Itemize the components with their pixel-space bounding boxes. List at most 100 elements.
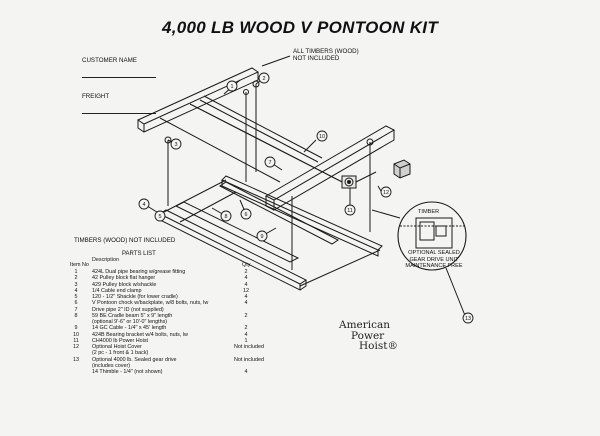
part-item-no: 7	[74, 306, 78, 313]
part-description: 14 Thimble - 1/4" (not shown)	[92, 369, 163, 375]
part-description: 424B Bearing bracket w/4 bolts, nuts, lw	[92, 331, 188, 338]
part-item-no: 3	[74, 281, 78, 288]
part-qty: Not included	[234, 356, 264, 363]
freight-label: FREIGHT	[82, 93, 110, 100]
callout-12-text: 12	[383, 190, 389, 196]
part-description: Drive pipe 2" ID (not supplied)	[92, 306, 164, 313]
callout-5	[154, 210, 166, 222]
part-description: CH4000 lb Power Hoist	[92, 337, 149, 344]
callout-3-text: 3	[175, 142, 178, 148]
callout-2-text: 2	[263, 76, 266, 82]
brand-line3: Hoist®	[359, 340, 398, 352]
parts-row: 7 Drive pipe 2" ID (not supplied)	[70, 307, 370, 313]
parts-col-qty: Qty	[242, 262, 251, 268]
detail-line2: GEAR DRIVE UNIT	[409, 256, 459, 263]
callout-11-text: 11	[347, 208, 353, 214]
part-item-no: 4	[74, 287, 78, 294]
part-item-no: 12	[73, 344, 79, 350]
parts-row: 8 59 BE Cradle beam 5" x 9" length 2	[70, 313, 370, 319]
part-qty: 4	[244, 281, 248, 288]
brand-line1: American	[339, 319, 391, 331]
timbers-note-bottom: TIMBERS (WOOD) NOT INCLUDED	[74, 237, 176, 244]
detail-line3: MAINTENANCE FREE	[405, 263, 463, 269]
part-item-no: 1	[74, 269, 78, 275]
brand-logo: American Power Hoist®	[339, 320, 398, 352]
detail-line1: OPTIONAL SEALED	[408, 250, 460, 256]
callout-4	[138, 198, 150, 210]
callout-1-text: 1	[231, 84, 234, 90]
callout-9-text: 9	[261, 234, 264, 240]
part-qty: 2	[244, 325, 248, 332]
freight-line	[82, 113, 156, 114]
callout-8-text: 8	[225, 214, 228, 220]
parts-row: 5 120 - 1/2" Shackle (for lower cradle) 4	[70, 294, 370, 300]
parts-row: 9 14 GC Cable - 1/4" x 45' length 2	[70, 325, 370, 331]
callout-6	[240, 208, 252, 220]
part-item-no: 11	[73, 337, 79, 344]
callout-7-text: 7	[269, 160, 272, 166]
parts-row: 14 Thimble - 1/4" (not shown) 4	[70, 369, 370, 375]
parts-col-item: Item No	[70, 262, 89, 268]
callout-3	[170, 138, 182, 150]
parts-row: 4 1/4 Cable end clamp 12	[70, 288, 370, 294]
parts-row: (includes cover)	[70, 363, 370, 369]
part-description: 429 Pulley block w/shackle	[92, 281, 157, 288]
part-item-no: 8	[74, 312, 78, 319]
part-qty: 4	[244, 331, 248, 338]
detail-timber-label: TIMBER	[418, 209, 440, 215]
part-qty: 4	[244, 275, 248, 282]
part-description: 59 BE Cradle beam 5" x 9" length	[92, 312, 173, 319]
callout-1	[226, 80, 238, 92]
callout-13-text: 13	[465, 316, 471, 322]
upper-timber-left	[136, 67, 260, 133]
callout-9	[256, 230, 268, 242]
part-description: (includes cover)	[92, 362, 131, 369]
timbers-note-top-line2: NOT INCLUDED	[293, 55, 340, 62]
parts-row: 10 424B Bearing bracket w/4 bolts, nuts, …	[70, 332, 370, 338]
part-description: 14 GC Cable - 1/4" x 45' length	[92, 325, 167, 332]
callout-13	[462, 312, 474, 324]
callout-11	[344, 204, 356, 216]
part-qty: 4	[244, 300, 248, 307]
part-description: (2 pc - 1 front & 1 back)	[92, 350, 149, 357]
parts-col-desc: Description	[92, 257, 119, 263]
part-qty: 12	[243, 287, 249, 294]
part-item-no: 9	[74, 325, 78, 332]
callout-10	[316, 130, 328, 142]
callout-4-text: 4	[143, 202, 146, 208]
callout-2	[258, 72, 270, 84]
lower-cradle-beam-rear	[221, 175, 383, 257]
parts-list-title: PARTS LIST	[122, 251, 156, 257]
part-qty: Not included	[234, 344, 264, 350]
callout-8	[220, 210, 232, 222]
part-qty: 2	[244, 269, 248, 275]
callout-7	[264, 156, 276, 168]
part-item-no: 13	[73, 356, 79, 363]
parts-row: (2 pc - 1 front & 1 back)	[70, 350, 370, 356]
callout-12	[380, 186, 392, 198]
part-description: Optional 4000 lb. Sealed gear drive	[92, 356, 177, 363]
part-qty: 4	[244, 369, 248, 375]
part-item-no: 6	[74, 300, 78, 307]
part-qty: 4	[244, 294, 248, 300]
part-description: 120 - 1/2" Shackle (for lower cradle)	[92, 294, 178, 300]
callout-5-text: 5	[159, 214, 162, 220]
callout-10-text: 10	[319, 134, 325, 140]
parts-row: (optional 9'-6" or 10'-0" lengths)	[70, 319, 370, 325]
part-description: 1/4 Cable end clamp	[92, 287, 142, 294]
timbers-note-top-line1: ALL TIMBERS (WOOD)	[293, 48, 359, 55]
part-qty: 1	[244, 337, 248, 344]
part-qty: 2	[244, 312, 248, 319]
customer-name-line	[82, 77, 156, 78]
page-title: 4,000 LB WOOD V PONTOON KIT	[161, 18, 439, 37]
part-item-no: 10	[73, 331, 79, 338]
part-item-no: 5	[74, 294, 78, 300]
parts-row: 13 Optional 4000 lb. Sealed gear drive Not…	[70, 357, 370, 363]
part-description: 42 Pulley block flat hanger	[92, 275, 156, 282]
